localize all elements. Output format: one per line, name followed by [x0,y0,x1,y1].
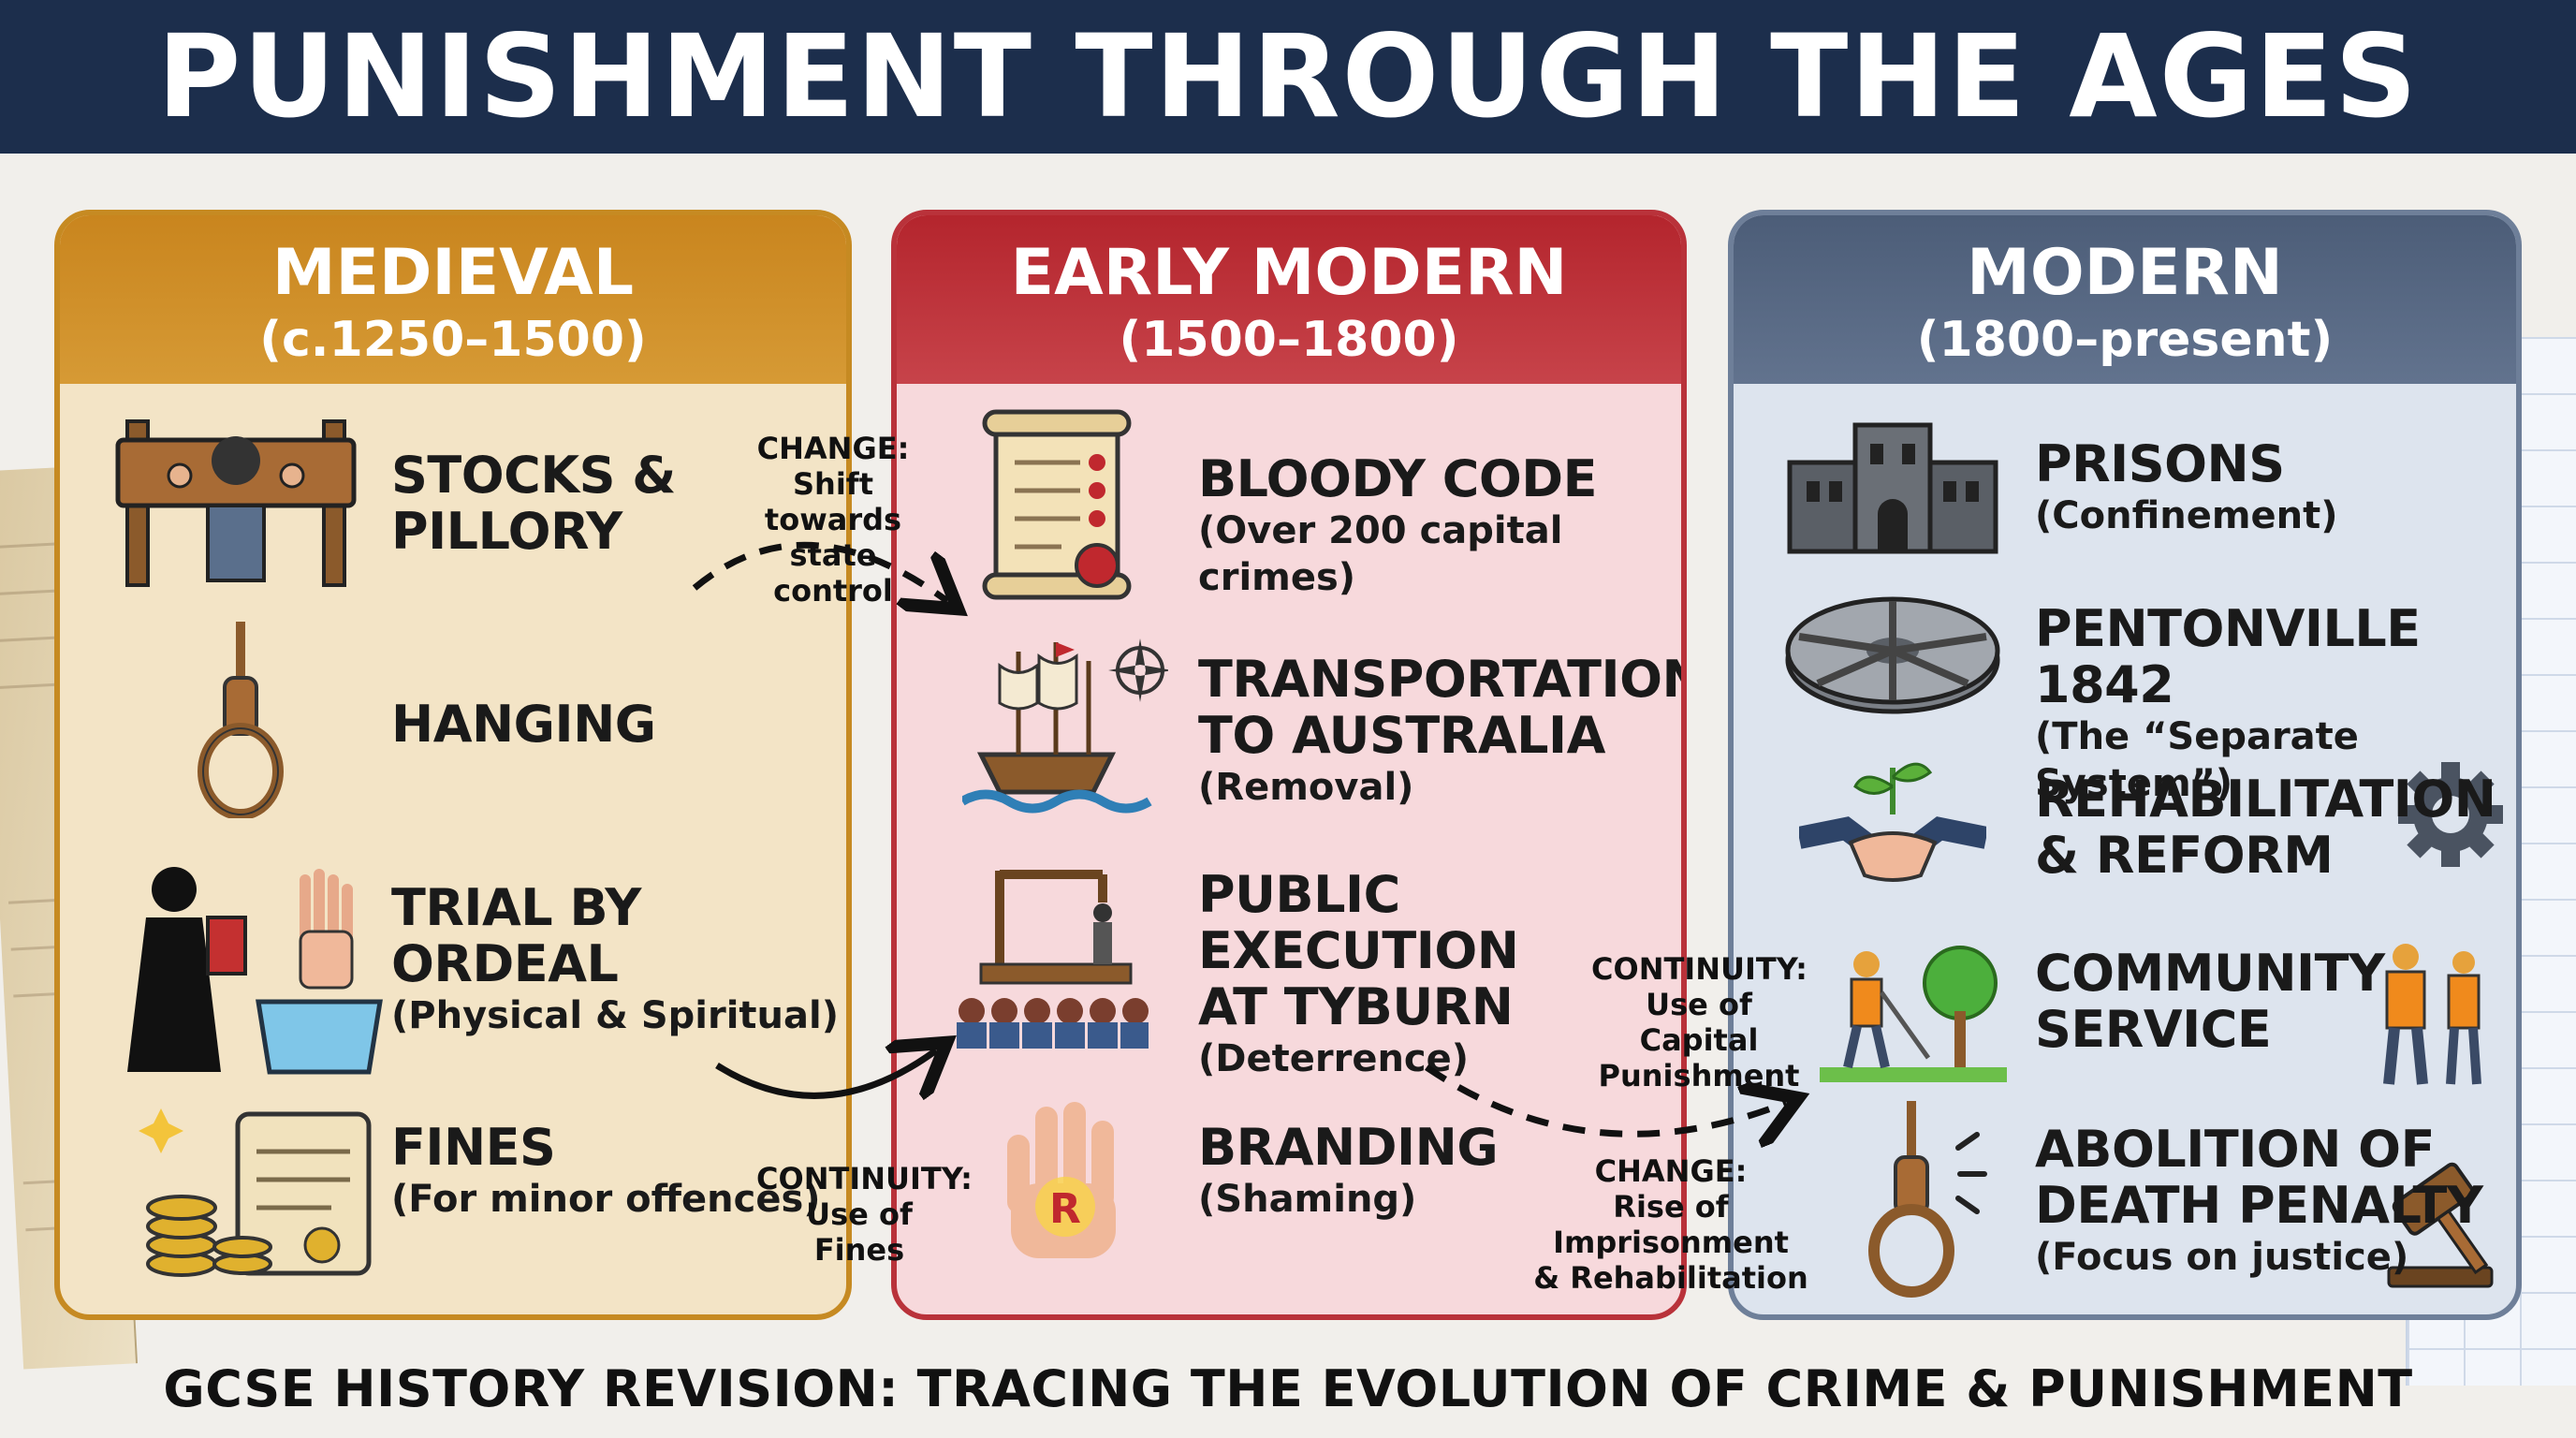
item-rehabilitation: REHABILITATION & REFORM [2035,770,2496,885]
item-trial-by-ordeal: TRIAL BY ORDEAL (Physical & Spiritual) [391,878,839,1038]
branded-hand-icon: R [1007,1102,1116,1258]
page-title: PUNISHMENT THROUGH THE AGES [156,10,2420,143]
item-pentonville: PENTONVILLE 1842 (The “Separate System”) [2035,599,2421,806]
noose-icon [1868,1101,1987,1298]
period-name: MODERN [1967,236,2283,310]
period-name: EARLY MODERN [1010,236,1568,310]
gallows-crowd-icon [957,870,1149,1049]
note-continuity-2: CONTINUITY: Use of Capital Punishment [1591,951,1808,1093]
workers-icon [1820,946,2007,1082]
stocks-icon [115,419,357,587]
gavel-icon [2387,1162,2494,1288]
scroll-seal-icon [982,409,1132,600]
modern-header: MODERN (1800–present) [1734,215,2516,384]
worker-sweeping-icon [2383,944,2481,1085]
item-hanging: HANGING [391,695,656,754]
period-name: MEDIEVAL [271,236,635,310]
ordeal-icon [127,867,383,1075]
medieval-header: MEDIEVAL (c.1250–1500) [60,215,846,384]
note-change-2: CHANGE: Rise of Imprisonment & Rehabilit… [1533,1153,1808,1296]
note-continuity-1: CONTINUITY: Use of Fines [756,1161,973,1268]
ship-compass-icon [962,638,1168,814]
title-banner: PUNISHMENT THROUGH THE AGES [0,0,2576,154]
panel-early-modern: EARLY MODERN (1500–1800) BLOODY CODE (Ov… [891,210,1687,1320]
item-abolition: ABOLITION OF DEATH PENALTY (Focus on jus… [2035,1120,2483,1280]
panel-modern: MODERN (1800–present) PRISONS (Confineme… [1728,210,2522,1320]
item-public-execution: PUBLIC EXECUTION AT TYBURN (Deterrence) [1198,865,1519,1081]
handshake-sprout-icon [1799,762,1986,882]
period-dates: (1800–present) [1916,312,2334,368]
item-branding: BRANDING (Shaming) [1198,1118,1499,1222]
pentonville-icon [1785,596,2000,714]
period-dates: (c.1250–1500) [259,312,647,368]
period-dates: (1500–1800) [1119,312,1459,368]
panel-medieval: MEDIEVAL (c.1250–1500) STOCKS & PILLORY … [54,210,852,1320]
coins-scroll-icon [139,1108,372,1277]
svg-text:R: R [1049,1185,1081,1233]
note-change-1: CHANGE: Shift towards state control [756,431,910,609]
item-fines: FINES (For minor offences) [391,1118,821,1222]
item-stocks-pillory: STOCKS & PILLORY [391,446,676,561]
noose-icon [198,622,284,818]
gear-icon [2398,762,2503,867]
item-transportation: TRANSPORTATION TO AUSTRALIA (Removal) [1198,650,1687,810]
early-modern-header: EARLY MODERN (1500–1800) [897,215,1681,384]
item-prisons: PRISONS (Confinement) [2035,434,2338,538]
prison-icon [1787,422,1998,554]
item-community-service: COMMUNITY SERVICE [2035,944,2385,1059]
footer-caption: GCSE HISTORY REVISION: TRACING THE EVOLU… [163,1359,2413,1418]
item-bloody-code: BLOODY CODE (Over 200 capital crimes) [1198,449,1598,600]
